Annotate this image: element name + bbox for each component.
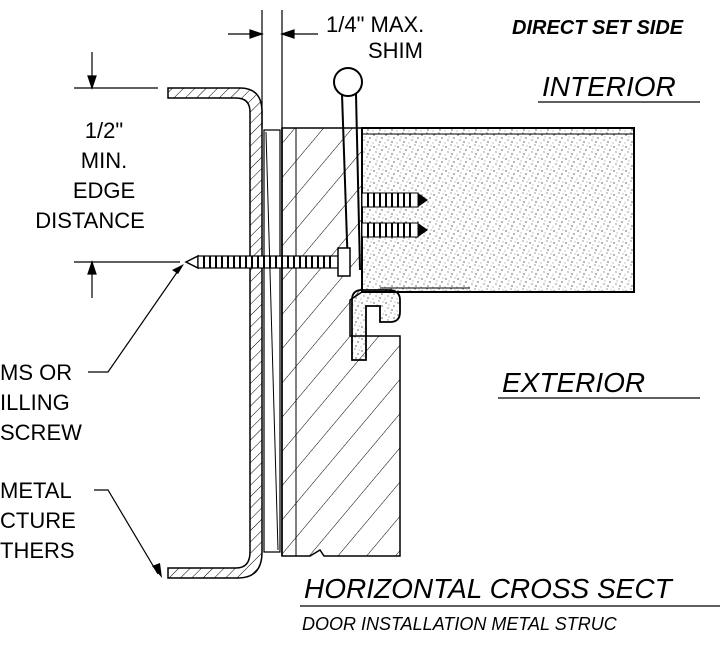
- shim-dimension: [228, 10, 318, 128]
- screw-callout-line2: ILLING: [0, 390, 70, 415]
- screw-callout-line3: SCREW: [0, 420, 82, 445]
- structure-leader-arrow: [152, 563, 162, 578]
- weatherstrip: [351, 289, 401, 361]
- hinge-screws: [361, 192, 428, 238]
- leader-lines: [88, 267, 181, 575]
- structure-callout-line1: METAL: [0, 478, 72, 503]
- metal-structure-channel: [167, 87, 263, 579]
- edge-distance-line1: 1/2": [85, 118, 123, 143]
- door-panel: [361, 127, 635, 293]
- edge-distance-line3: EDGE: [73, 178, 135, 203]
- direct-set-side-label: DIRECT SET SIDE: [512, 17, 684, 39]
- edge-distance-line2: MIN.: [81, 148, 127, 173]
- structure-callout-line3: THERS: [0, 538, 75, 563]
- hinge-knuckle: [333, 67, 363, 271]
- interior-label: INTERIOR: [542, 71, 676, 102]
- screw-callout-line1: MS OR: [0, 360, 72, 385]
- drawing-title: HORIZONTAL CROSS SECT: [304, 573, 674, 604]
- edge-distance-dimension: [74, 52, 180, 298]
- shim-dimension-line2: SHIM: [368, 38, 423, 63]
- screw-leader-arrow: [172, 264, 184, 274]
- shim-dimension-line1: 1/4" MAX.: [326, 12, 424, 37]
- edge-distance-line4: DISTANCE: [35, 208, 145, 233]
- door-jamb: [281, 127, 401, 557]
- exterior-label: EXTERIOR: [502, 367, 645, 398]
- structure-callout-line2: CTURE: [0, 508, 76, 533]
- drawing-subtitle: DOOR INSTALLATION METAL STRUC: [302, 614, 618, 634]
- shim: [263, 129, 281, 553]
- self-drilling-screw: [184, 247, 351, 277]
